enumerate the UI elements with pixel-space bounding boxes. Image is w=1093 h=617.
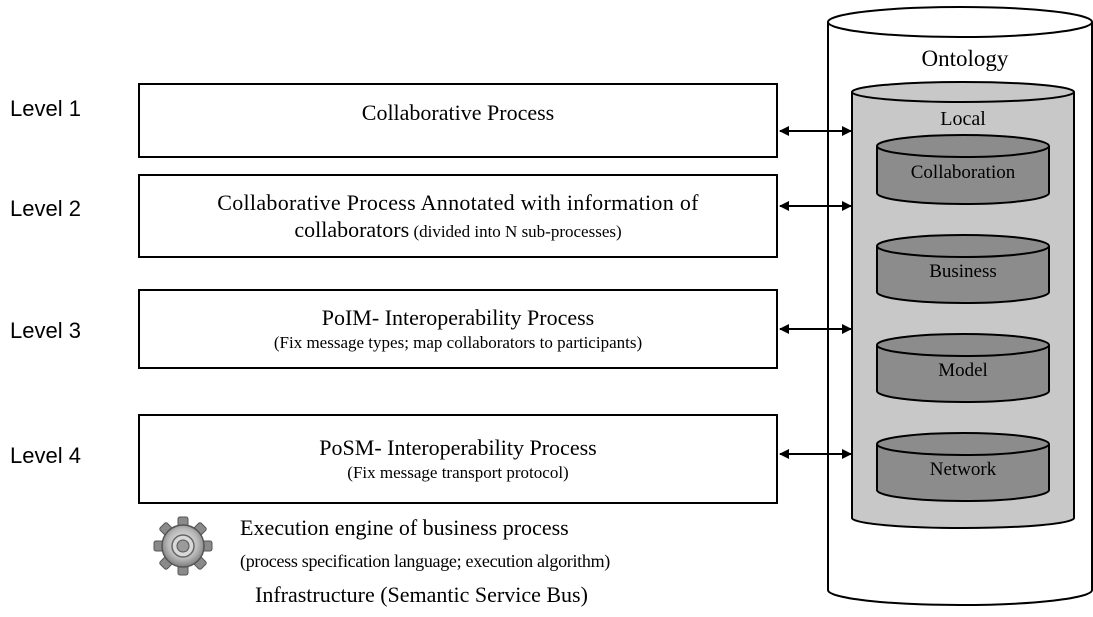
database-collaboration: [876, 134, 1050, 205]
database-business-label: Business: [929, 261, 997, 282]
level-4-box: PoSM- Interoperability Process (Fix mess…: [138, 414, 778, 504]
engine-subtitle: (process specification language; executi…: [240, 551, 610, 571]
ontology-title: Ontology: [921, 46, 1009, 71]
level-4-title: PoSM- Interoperability Process: [319, 435, 597, 461]
level-3-box: PoIM- Interoperability Process (Fix mess…: [138, 289, 778, 369]
database-model: [876, 333, 1050, 403]
level-3-label: Level 3: [10, 318, 81, 343]
level-4-label: Level 4: [10, 443, 81, 468]
level-2-title-collaborators: collaborators: [294, 217, 410, 242]
gear-icon: [153, 516, 213, 576]
database-business: [876, 234, 1050, 304]
level-2-note: (divided into N sub-processes): [409, 222, 622, 241]
level-3-title: PoIM- Interoperability Process: [321, 305, 595, 331]
level-2-label: Level 2: [10, 196, 81, 221]
database-model-label: Model: [938, 360, 988, 381]
database-collaboration-label: Collaboration: [910, 162, 1016, 183]
level-2-title-line2: collaborators (divided into N sub-proces…: [294, 216, 621, 244]
level-2-title: Collaborative Process Annotated with inf…: [217, 189, 699, 215]
local-label: Local: [940, 108, 986, 130]
level-4-subtitle: (Fix message transport protocol): [347, 462, 569, 482]
level-3-subtitle: (Fix message types; map collaborators to…: [273, 332, 643, 352]
level-1-title: Collaborative Process: [361, 100, 555, 125]
database-network: [876, 432, 1050, 502]
level-2-box: Collaborative Process Annotated with inf…: [138, 174, 778, 258]
level-1-label: Level 1: [10, 96, 81, 121]
engine-title: Execution engine of business process: [240, 515, 569, 540]
database-network-label: Network: [929, 459, 997, 480]
infrastructure-label: Infrastructure (Semantic Service Bus): [255, 582, 588, 607]
level-1-box: Collaborative Process: [138, 83, 778, 158]
